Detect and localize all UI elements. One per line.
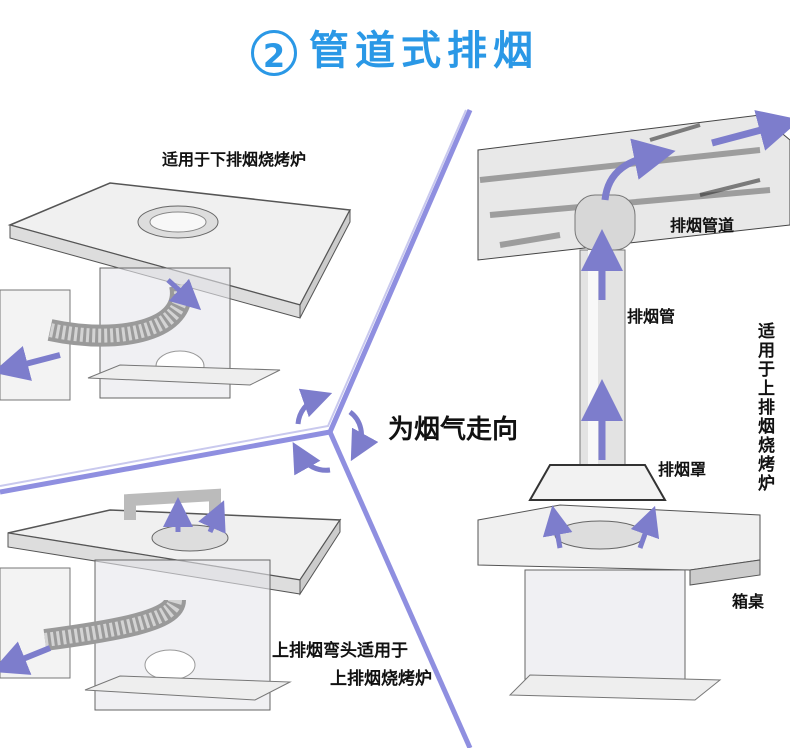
flow-arrow-left-2 [0, 641, 52, 675]
flow-legend-arrows [292, 388, 379, 476]
down-exhaust-cabinet [0, 182, 352, 401]
divider-lines [0, 109, 473, 748]
duct-system [477, 114, 790, 701]
label-vertical: 适用于上排烟烧烤炉 [754, 322, 774, 493]
label-up-elbow-1: 上排烟弯头适用于 [272, 641, 408, 661]
up-elbow-cabinet [0, 488, 342, 711]
flow-arrow-left-1 [0, 346, 61, 381]
flow-arrow-down-1 [166, 278, 202, 311]
flow-arrow-duct [711, 110, 790, 151]
flow-arrow-up-hood-2 [630, 505, 660, 549]
label-table: 箱桌 [732, 592, 765, 611]
page-title: 2 管道式排烟 [0, 18, 790, 76]
label-pipe: 排烟管 [627, 307, 676, 326]
label-duct: 排烟管道 [670, 216, 735, 235]
flow-arrow-curve [601, 138, 676, 201]
label-hood: 排烟罩 [658, 460, 707, 479]
label-down-exhaust: 适用于下排烟烧烤炉 [162, 150, 307, 169]
label-flow-direction: 为烟气走向 [388, 415, 519, 445]
flow-arrow-up-hood-1 [542, 505, 573, 549]
label-up-elbow-2: 上排烟烧烤炉 [330, 669, 432, 689]
circled-number: 2 [251, 30, 297, 76]
flow-arrow-up-2 [198, 500, 226, 534]
title-text: 管道式排烟 [309, 28, 539, 74]
